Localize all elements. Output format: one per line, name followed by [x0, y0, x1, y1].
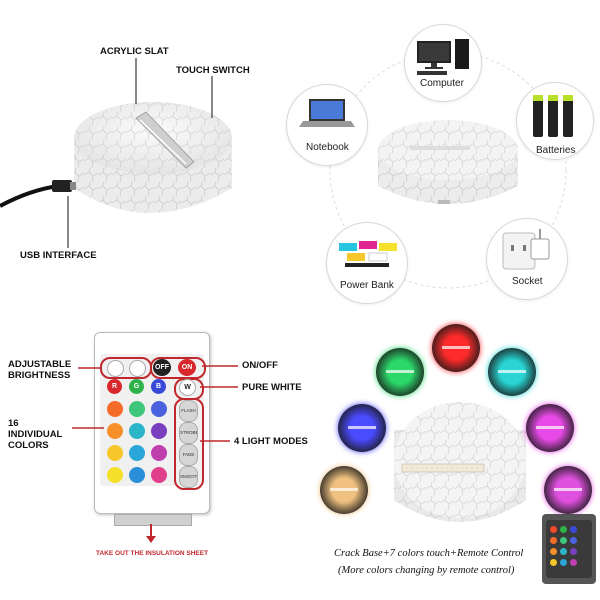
- glow-base-line: [498, 370, 526, 373]
- g-label: G: [133, 383, 140, 390]
- mini-color-key: [560, 548, 567, 555]
- touch-switch-label: TOUCH SWITCH: [176, 65, 250, 76]
- color-button[interactable]: [129, 445, 145, 461]
- smooth-button[interactable]: SMOOTH: [179, 466, 198, 488]
- battery-icon: [533, 95, 573, 137]
- caption-line-1: Crack Base+7 colors touch+Remote Control: [334, 548, 524, 559]
- b-label: B: [155, 383, 162, 390]
- computer-label: Computer: [420, 78, 464, 89]
- color-button[interactable]: [107, 467, 123, 483]
- r-label: R: [111, 383, 118, 390]
- batteries-circle: [516, 82, 594, 160]
- mini-color-key: [560, 559, 567, 566]
- lamp-base-illustration: [0, 58, 232, 248]
- color-button[interactable]: [151, 445, 167, 461]
- color-button[interactable]: [129, 467, 145, 483]
- glow-sample: [338, 404, 386, 452]
- insulation-sheet: [114, 514, 192, 526]
- batteries-label: Batteries: [536, 145, 576, 156]
- color-button[interactable]: [151, 467, 167, 483]
- off-button[interactable]: OFF: [153, 359, 171, 376]
- strobe-button[interactable]: STROBE: [179, 422, 198, 444]
- mini-color-key: [550, 548, 557, 555]
- notebook-circle: [286, 84, 368, 166]
- mini-color-key: [550, 526, 557, 533]
- glow-base-line: [386, 370, 414, 373]
- on-off-label: ON/OFF: [242, 360, 278, 371]
- glow-base-line: [536, 426, 564, 429]
- on-label: ON: [181, 364, 193, 371]
- color-button[interactable]: [129, 423, 145, 439]
- green-button[interactable]: G: [129, 379, 144, 394]
- acrylic-slat-label: ACRYLIC SLAT: [100, 46, 169, 57]
- base-diagram: ACRYLIC SLAT TOUCH SWITCH USB INTERFACE: [0, 0, 300, 300]
- mini-color-key: [570, 526, 577, 533]
- power-sources-diagram: Computer Notebook Batteries P: [286, 0, 600, 304]
- remote-pointer-lines: [72, 365, 238, 442]
- white-button[interactable]: W: [179, 379, 196, 396]
- glow-diagram: Crack Base+7 colors touch+Remote Control…: [300, 300, 600, 600]
- power-bank-label: Power Bank: [340, 280, 394, 291]
- glow-base-line: [554, 488, 582, 491]
- laptop-icon: [299, 99, 355, 127]
- insulation-label: TAKE OUT THE INSULATION SHEET: [96, 550, 209, 557]
- color-button[interactable]: [151, 423, 167, 439]
- glow-sample: [376, 348, 424, 396]
- modes-highlight: [174, 398, 204, 490]
- brightness-up-button[interactable]: [129, 360, 146, 377]
- socket-icon: [502, 229, 550, 270]
- glow-base-line: [442, 346, 470, 349]
- color-button[interactable]: [151, 401, 167, 417]
- brightness-down-button[interactable]: [107, 360, 124, 377]
- glow-sample: [544, 466, 592, 514]
- remote-diagram: OFF ON R G B W FLASH STROBE FADE SMOOTH …: [0, 300, 308, 600]
- flash-button[interactable]: FLASH: [179, 400, 198, 422]
- socket-label: Socket: [512, 276, 543, 287]
- blue-button[interactable]: B: [151, 379, 166, 394]
- cracked-base-large: [394, 402, 526, 522]
- notebook-label: Notebook: [306, 142, 349, 153]
- mini-color-key: [550, 559, 557, 566]
- individual-colors-label: 16 INDIVIDUAL COLORS: [8, 418, 63, 451]
- mini-color-key: [560, 526, 567, 533]
- power-bank-icon: [339, 241, 397, 267]
- socket-circle: [486, 218, 568, 300]
- glow-sample: [488, 348, 536, 396]
- color-button[interactable]: [107, 423, 123, 439]
- computer-circle: [404, 24, 482, 102]
- onoff-highlight: [150, 357, 206, 379]
- caption-line-2: (More colors changing by remote control): [338, 565, 515, 576]
- glow-sample: [526, 404, 574, 452]
- glow-sample: [320, 466, 368, 514]
- color-button[interactable]: [107, 445, 123, 461]
- computer-icon: [417, 39, 469, 75]
- color-button[interactable]: [129, 401, 145, 417]
- pure-white-label: PURE WHITE: [242, 382, 302, 393]
- glow-base-line: [330, 488, 358, 491]
- off-label: OFF: [155, 364, 169, 371]
- adjustable-brightness-label: ADJUSTABLE BRIGHTNESS: [8, 359, 72, 381]
- light-modes-label: 4 LIGHT MODES: [234, 436, 308, 447]
- down-arrow-icon: [146, 524, 156, 543]
- red-button[interactable]: R: [107, 379, 122, 394]
- glow-sample: [432, 324, 480, 372]
- w-label: W: [184, 384, 191, 391]
- mini-color-key: [560, 537, 567, 544]
- mini-color-key: [570, 548, 577, 555]
- mini-color-key: [550, 537, 557, 544]
- dashed-ring: [329, 51, 567, 289]
- mini-color-key: [570, 559, 577, 566]
- glow-base-line: [348, 426, 376, 429]
- color-button[interactable]: [107, 401, 123, 417]
- power-bank-circle: [326, 222, 408, 304]
- on-button[interactable]: ON: [178, 359, 196, 376]
- usb-interface-label: USB INTERFACE: [20, 250, 97, 261]
- fade-button[interactable]: FADE: [179, 444, 198, 466]
- mini-color-key: [570, 537, 577, 544]
